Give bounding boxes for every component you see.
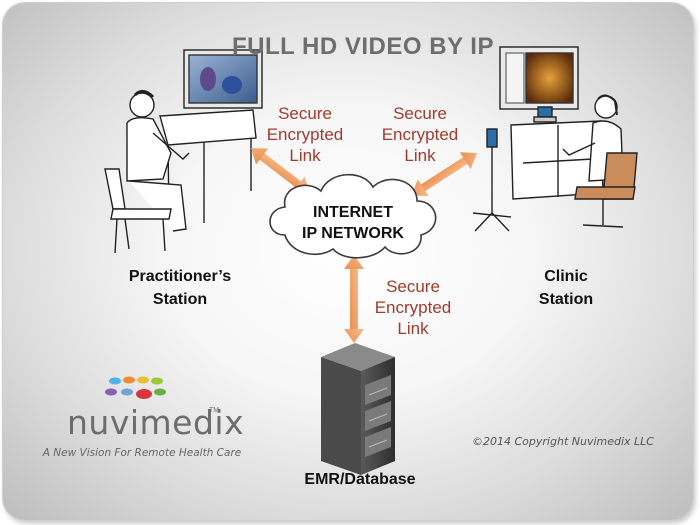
practitioner-video-screen: [188, 54, 258, 104]
emr-database-label: EMR/Database: [304, 471, 416, 488]
logo-dot: [109, 377, 121, 385]
link-arrows: [251, 148, 477, 343]
copyright-notice: ©2014 Copyright Nuvimedix LLC: [472, 435, 654, 448]
logo-dot: [151, 377, 163, 385]
brand-tagline: A New Vision For Remote Health Care: [42, 447, 242, 459]
diagram-artwork: [104, 46, 638, 475]
nuvimedix-wordmark: nuvimedix: [67, 403, 245, 442]
logo-dot: [137, 376, 149, 384]
internet-cloud: [269, 173, 437, 259]
logo-dot: [123, 376, 135, 384]
trademark-mark: TM: [209, 407, 220, 414]
clinic-video-screen: [525, 52, 574, 104]
logo-dot: [105, 388, 117, 396]
practitioner-station-illustration: [104, 49, 263, 254]
logo-dot: [136, 389, 152, 399]
arrow-cloud-to-database: [344, 255, 364, 343]
diagram-title: FULL HD VIDEO BY IP: [232, 33, 494, 60]
logo-dot: [154, 388, 166, 396]
clinic-station-illustration: [472, 46, 638, 232]
nuvimedix-logo-dots: [105, 376, 166, 399]
database-server-icon: [321, 343, 395, 475]
logo-dot: [121, 388, 133, 396]
